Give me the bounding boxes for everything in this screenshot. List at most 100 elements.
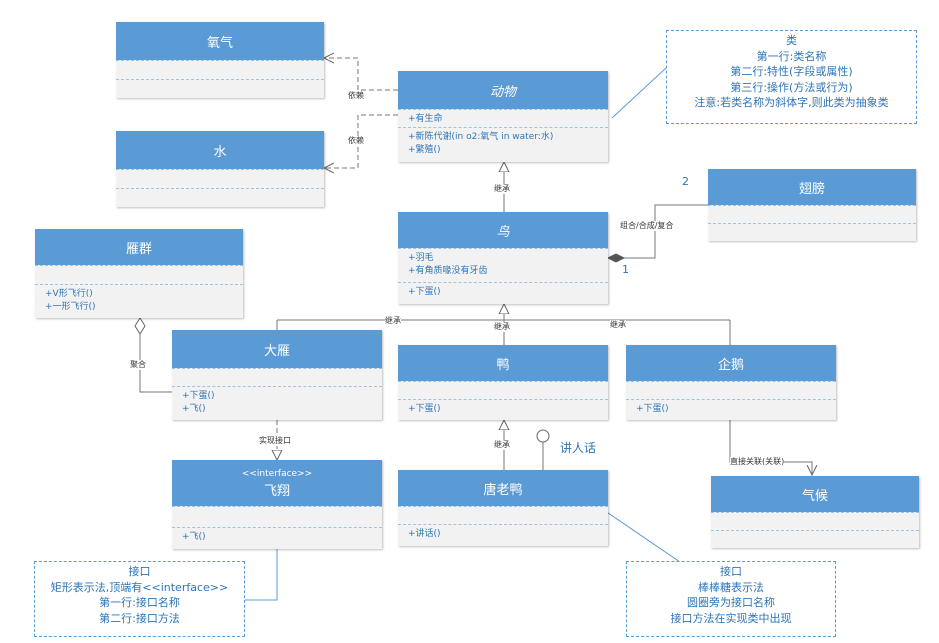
class-flock-op: +V形飞行() <box>45 289 93 299</box>
label-composition: 组合/合成/复合 <box>620 221 674 231</box>
class-penguin-op: +下蛋() <box>636 404 669 414</box>
note-lollipop: 接口 棒棒糖表示法 圆圈旁为接口名称 接口方法在实现类中出现 <box>626 561 836 637</box>
class-oxygen[interactable]: 氧气 <box>116 22 324 98</box>
label-aggregation: 聚合 <box>130 360 146 370</box>
class-flock-ops: +V形飞行() +一形飞行() <box>35 284 243 318</box>
class-bird-name: 鸟 <box>496 224 510 240</box>
label-dependency-oxygen: 依赖 <box>348 91 364 101</box>
note-class-line: 第二行:特性(字段或属性) <box>730 65 853 78</box>
class-flock-header: 雁群 <box>35 229 243 265</box>
composition-line-wing <box>608 204 708 259</box>
dependency-line-oxygen <box>324 58 398 91</box>
label-inherit-donald: 继承 <box>494 440 510 450</box>
class-duck-ops: +下蛋() <box>398 399 608 420</box>
class-animal[interactable]: 动物 +有生命 +新陈代谢(in o2:氧气 in water:水) +繁殖() <box>398 71 608 162</box>
class-animal-op: +繁殖() <box>408 145 441 155</box>
note-lollipop-line: 接口方法在实现类中出现 <box>670 611 792 625</box>
class-wing-header: 翅膀 <box>708 169 916 205</box>
class-goose-ops: +下蛋() +飞() <box>172 386 382 420</box>
class-goose-op: +飞() <box>182 404 206 414</box>
class-penguin[interactable]: 企鹅 +下蛋() <box>626 345 836 420</box>
class-duck[interactable]: 鸭 +下蛋() <box>398 345 608 420</box>
class-oxygen-ops <box>116 79 324 98</box>
class-goose-attrs <box>172 368 382 386</box>
note-iface-line: 第一行:接口名称 <box>99 596 180 609</box>
interface-fly-attrs <box>172 506 382 527</box>
aggregation-diamond <box>134 317 146 335</box>
label-inherit-penguin: 继承 <box>610 320 626 330</box>
composition-diamond <box>606 253 626 263</box>
class-goose-name: 大雁 <box>263 343 290 359</box>
label-inherit-duck: 继承 <box>494 322 510 332</box>
class-duck-op: +下蛋() <box>408 404 441 414</box>
class-animal-ops: +新陈代谢(in o2:氧气 in water:水) +繁殖() <box>398 127 608 162</box>
interface-fly[interactable]: <<interface>> 飞翔 +飞() <box>172 460 382 549</box>
class-wing-name: 翅膀 <box>798 181 825 197</box>
class-oxygen-name: 氧气 <box>206 35 233 51</box>
aggregation-line <box>139 334 172 393</box>
class-goose-header: 大雁 <box>172 330 382 368</box>
class-animal-op: +新陈代谢(in o2:氧气 in water:水) <box>408 132 554 142</box>
class-penguin-ops: +下蛋() <box>626 399 836 420</box>
class-donald-name: 唐老鸭 <box>483 482 523 498</box>
class-goose[interactable]: 大雁 +下蛋() +飞() <box>172 330 382 420</box>
class-climate-ops <box>711 530 919 548</box>
interface-fly-ops: +飞() <box>172 527 382 549</box>
class-climate[interactable]: 气候 <box>711 476 919 548</box>
class-wing[interactable]: 翅膀 <box>708 169 916 241</box>
note-lollipop-line: 圆圈旁为接口名称 <box>687 596 775 609</box>
note-lollipop-line: 接口 <box>720 565 742 578</box>
class-duck-attrs <box>398 381 608 399</box>
label-realize: 实现接口 <box>259 436 291 446</box>
class-wing-ops <box>708 223 916 241</box>
class-oxygen-header: 氧气 <box>116 22 324 60</box>
class-oxygen-attrs <box>116 60 324 79</box>
multiplicity-bird: 1 <box>622 263 629 276</box>
class-animal-attrs: +有生命 <box>398 109 608 127</box>
note-class-line: 第一行:类名称 <box>756 49 827 63</box>
class-penguin-name: 企鹅 <box>717 357 744 373</box>
class-donald-attrs <box>398 506 608 524</box>
class-water-ops <box>116 188 324 207</box>
label-association: 直接关联(关联) <box>730 457 785 467</box>
note-iface-line: 第二行:接口方法 <box>99 611 180 625</box>
note-connector-class <box>611 67 667 119</box>
note-iface-line: 矩形表示法,顶端有<<interface>> <box>50 580 229 594</box>
class-wing-attrs <box>708 205 916 223</box>
class-duck-name: 鸭 <box>496 357 510 373</box>
interface-fly-header: <<interface>> 飞翔 <box>172 460 382 506</box>
label-dependency-water: 依赖 <box>348 136 364 146</box>
class-flock[interactable]: 雁群 +V形飞行() +一形飞行() <box>35 229 243 318</box>
class-bird-attrs: +羽毛 +有角质喙没有牙齿 <box>398 248 608 282</box>
class-penguin-attrs <box>626 381 836 399</box>
note-class-line: 类 <box>786 34 797 47</box>
class-water[interactable]: 水 <box>116 131 324 207</box>
class-animal-header: 动物 <box>398 71 608 109</box>
class-bird-header: 鸟 <box>398 212 608 248</box>
note-lollipop-line: 棒棒糖表示法 <box>698 580 764 594</box>
class-penguin-header: 企鹅 <box>626 345 836 381</box>
note-class-line: 第三行:操作(方法或行为) <box>730 80 853 94</box>
label-inherit-bird: 继承 <box>494 184 510 194</box>
class-bird-attr: +有角质喙没有牙齿 <box>408 266 488 276</box>
class-donald[interactable]: 唐老鸭 +讲话() <box>398 470 608 546</box>
lollipop-interface-label: 讲人话 <box>560 441 597 455</box>
class-climate-header: 气候 <box>711 476 919 512</box>
class-climate-attrs <box>711 512 919 530</box>
class-goose-op: +下蛋() <box>182 391 215 401</box>
class-donald-header: 唐老鸭 <box>398 470 608 506</box>
class-water-attrs <box>116 169 324 188</box>
class-bird[interactable]: 鸟 +羽毛 +有角质喙没有牙齿 +下蛋() <box>398 212 608 304</box>
class-water-header: 水 <box>116 131 324 169</box>
class-duck-header: 鸭 <box>398 345 608 381</box>
class-flock-attrs <box>35 265 243 284</box>
class-bird-ops: +下蛋() <box>398 282 608 304</box>
class-animal-name: 动物 <box>489 84 516 100</box>
interface-fly-stereotype: <<interface>> <box>241 468 313 479</box>
interface-fly-name: 飞翔 <box>263 483 290 499</box>
note-connector-iface <box>245 549 278 601</box>
class-bird-attr: +羽毛 <box>408 253 434 263</box>
note-class: 类 第一行:类名称 第二行:特性(字段或属性) 第三行:操作(方法或行为) 注意… <box>666 30 917 124</box>
class-bird-op: +下蛋() <box>408 287 441 297</box>
note-class-line: 注意:若类名称为斜体字,则此类为抽象类 <box>694 96 889 109</box>
